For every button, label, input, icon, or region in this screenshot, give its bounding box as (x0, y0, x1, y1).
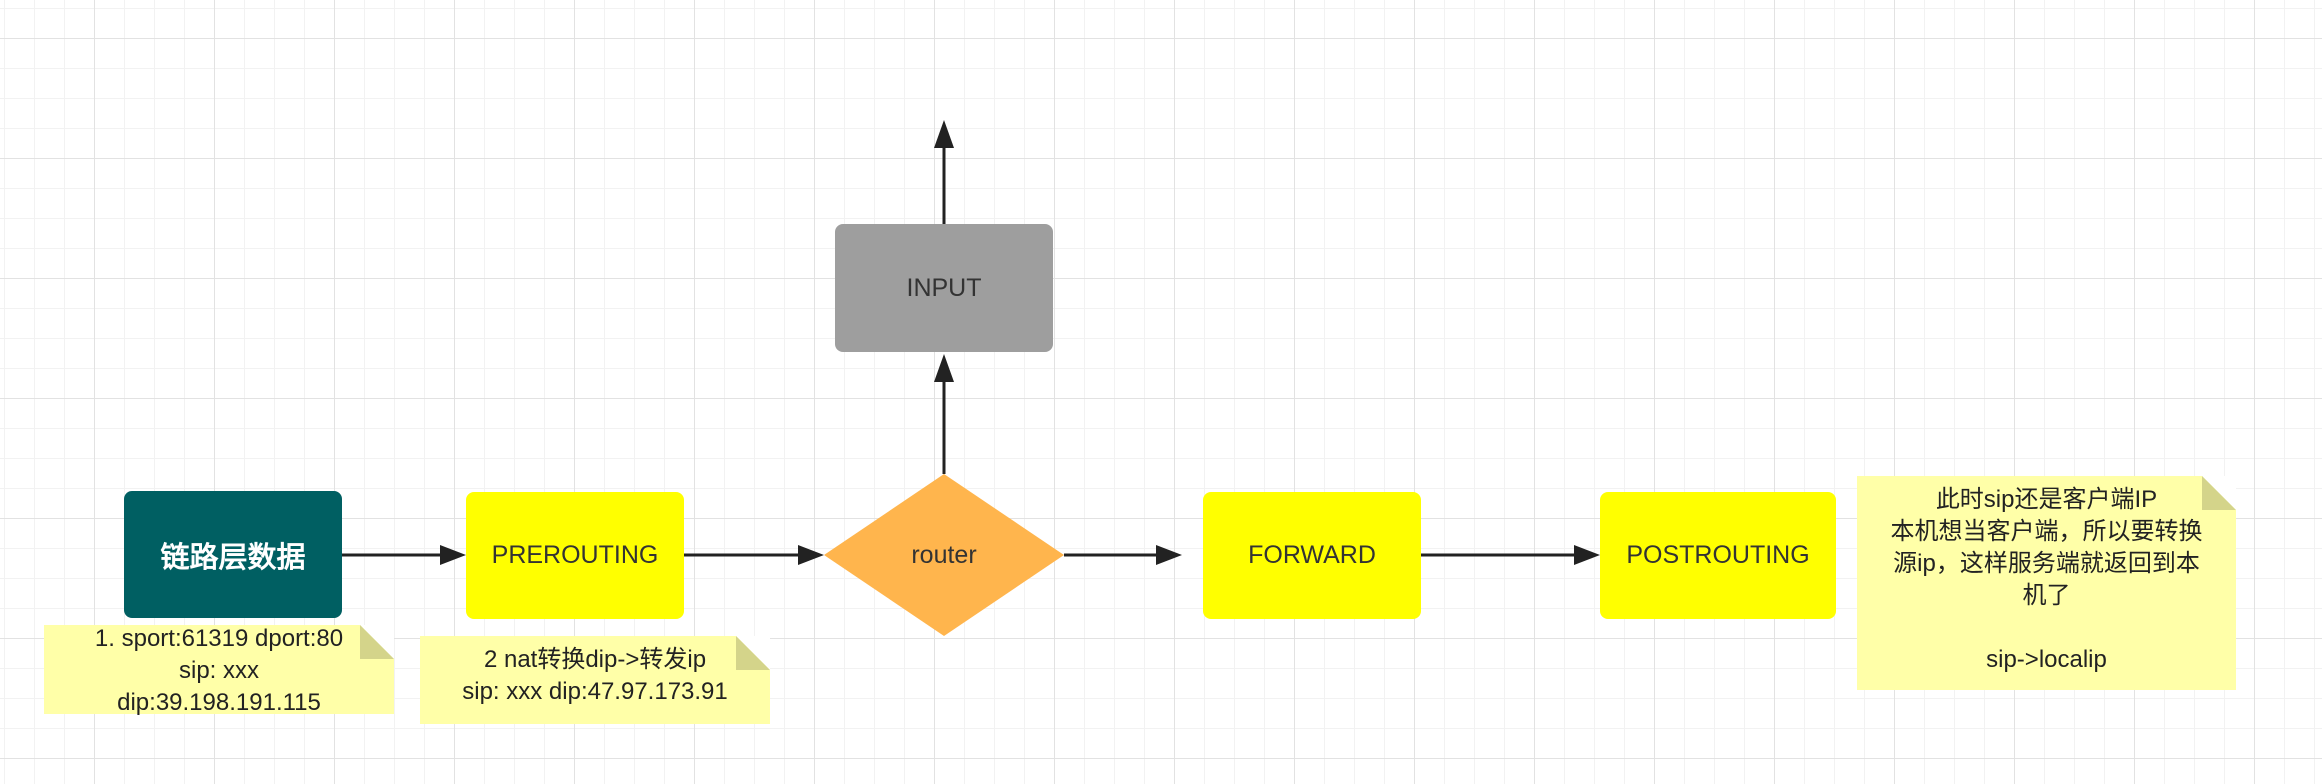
note-line: 源ip，这样服务端就返回到本 (1893, 550, 2200, 577)
input-label: INPUT (906, 273, 982, 302)
note-line: sip: xxx dip:47.97.173.91 (462, 678, 728, 705)
postrouting-node[interactable]: POSTROUTING (1600, 492, 1836, 619)
input-node[interactable]: INPUT (835, 224, 1053, 352)
arrowhead-prerouting-to-router (798, 545, 824, 565)
note-line: dip:39.198.191.115 (117, 689, 321, 716)
note-line: 1. sport:61319 dport:80 (94, 625, 344, 652)
link-layer-note[interactable]: 1. sport:61319 dport:80 sip: xxx dip:39.… (44, 625, 394, 716)
arrowhead-input-up (934, 120, 954, 148)
note-line: 2 nat转换dip->转发ip (483, 646, 707, 673)
link-layer-label: 链路层数据 (160, 541, 306, 574)
note-line: 本机想当客户端，所以要转换 (1890, 518, 2203, 545)
note-fold-corner (360, 625, 394, 659)
note-line: 机了 (2022, 582, 2071, 609)
prerouting-node[interactable]: PREROUTING (466, 492, 684, 619)
router-label-box: router (824, 525, 1064, 585)
note-line: 此时sip还是客户端IP (1935, 486, 2158, 513)
link-layer-node[interactable]: 链路层数据 (124, 491, 342, 618)
note-line (1857, 612, 2236, 644)
router-label: router (911, 540, 977, 569)
note-fold-corner (736, 636, 770, 670)
note-fold-corner (2202, 476, 2236, 510)
postrouting-note[interactable]: 此时sip还是客户端IP 本机想当客户端，所以要转换 源ip，这样服务端就返回到… (1857, 476, 2236, 690)
prerouting-label: PREROUTING (491, 541, 659, 569)
arrowhead-link-to-prerouting (440, 545, 466, 565)
postrouting-label: POSTROUTING (1626, 541, 1810, 569)
prerouting-note[interactable]: 2 nat转换dip->转发ip sip: xxx dip:47.97.173.… (420, 636, 770, 724)
note-line: sip: xxx (178, 657, 259, 684)
arrowhead-router-to-forward (1156, 545, 1182, 565)
forward-label: FORWARD (1248, 541, 1376, 569)
arrowhead-router-to-input (934, 354, 954, 382)
forward-node[interactable]: FORWARD (1203, 492, 1421, 619)
arrowhead-forward-to-postrouting (1574, 545, 1600, 565)
note-line: sip->localip (1986, 646, 2107, 673)
router-diamond[interactable] (824, 474, 1064, 636)
